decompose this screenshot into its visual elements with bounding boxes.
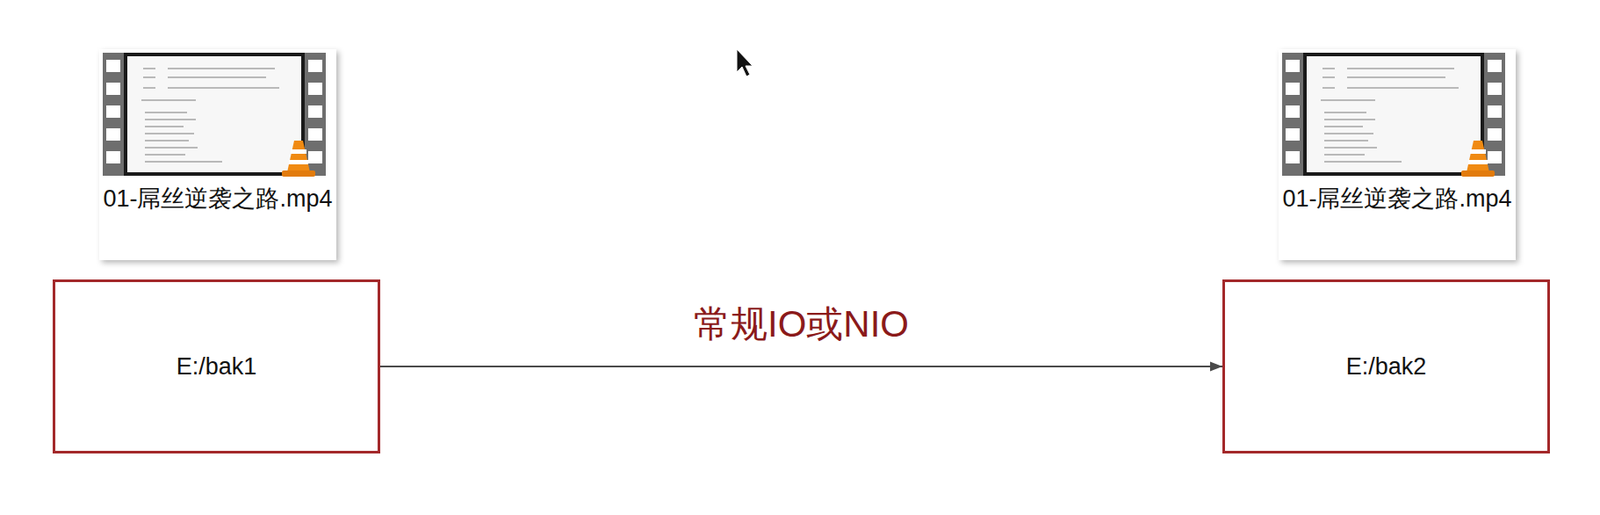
mouse-cursor: [736, 49, 753, 77]
file-name: 01-屌丝逆袭之路.mp4: [99, 183, 337, 215]
folder-path: E:/bak1: [176, 353, 258, 381]
folder-path: E:/bak2: [1346, 353, 1428, 381]
folder-box: E:/bak2: [1222, 279, 1550, 454]
transfer-arrow: [380, 365, 1223, 368]
video-file-icon: [99, 49, 337, 260]
video-file-icon: [1278, 49, 1516, 260]
file-name: 01-屌丝逆袭之路.mp4: [1278, 183, 1516, 215]
edge-label: 常规IO或NIO: [688, 299, 915, 349]
folder-box: E:/bak1: [52, 279, 381, 454]
